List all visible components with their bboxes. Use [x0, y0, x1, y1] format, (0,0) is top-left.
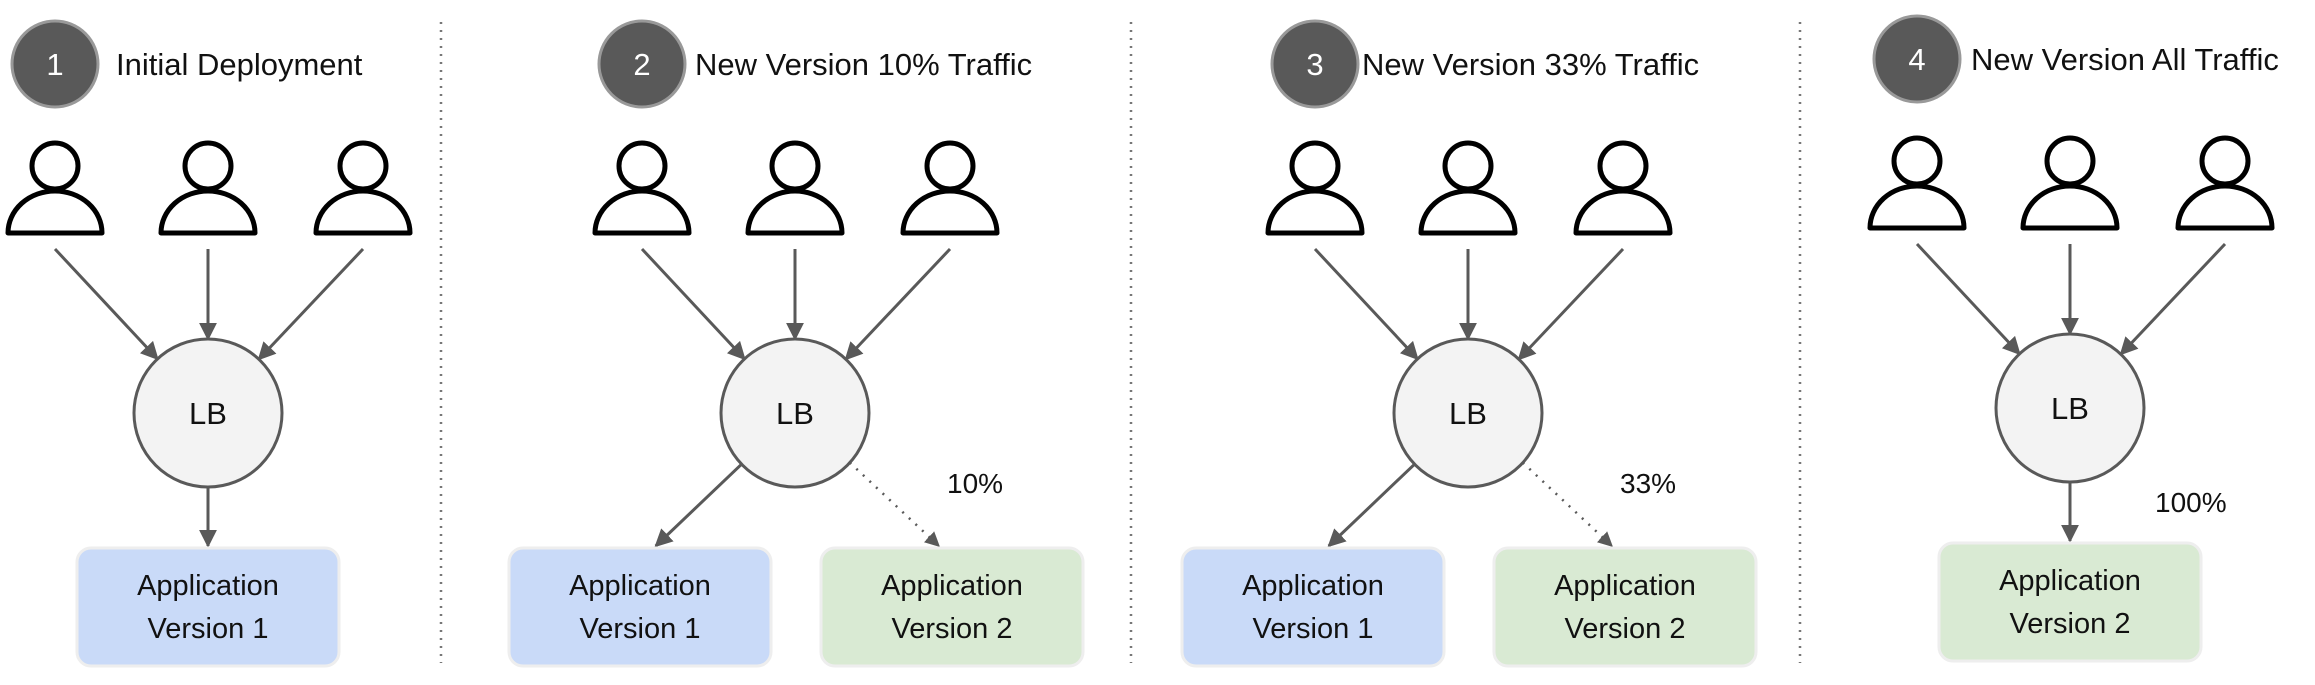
- user-icon: [900, 140, 1000, 236]
- user-icon: [313, 140, 413, 236]
- traffic-percent-label: 100%: [2155, 487, 2227, 518]
- step-number: 1: [46, 47, 63, 82]
- user-icon: [1418, 140, 1518, 236]
- lb-to-app-arrow: [1327, 462, 1416, 548]
- user-icon: [1265, 140, 1365, 236]
- user-to-lb-arrow: [1517, 247, 1625, 361]
- panel-title: Initial Deployment: [116, 47, 363, 82]
- app-box-line1: Application: [569, 570, 711, 602]
- user-icon: [745, 140, 845, 236]
- traffic-percent-label: 33%: [1620, 468, 1676, 499]
- user-to-lb-arrow: [257, 247, 365, 361]
- user-to-lb-arrow: [1313, 247, 1419, 361]
- lb-to-app-arrow: [848, 461, 940, 548]
- app-box-line1: Application: [137, 570, 279, 602]
- app-box-line2: Version 1: [580, 613, 701, 645]
- user-to-lb-arrow: [640, 247, 746, 361]
- step-number: 3: [1306, 47, 1323, 82]
- user-to-lb-arrow: [1915, 242, 2021, 356]
- user-icon: [1573, 140, 1673, 236]
- lb-to-app-arrow: [1521, 461, 1613, 548]
- user-icon: [1867, 135, 1967, 231]
- step-number: 2: [633, 47, 650, 82]
- user-icon: [592, 140, 692, 236]
- step-badge: [1270, 19, 1360, 109]
- load-balancer-label: LB: [1449, 396, 1487, 431]
- load-balancer-label: LB: [189, 396, 227, 431]
- app-box-line2: Version 2: [1565, 613, 1686, 645]
- traffic-percent-label: 10%: [947, 468, 1003, 499]
- app-box-line2: Version 2: [892, 613, 1013, 645]
- app-box-line2: Version 1: [148, 613, 269, 645]
- user-icon: [2020, 135, 2120, 231]
- app-box-line1: Application: [1554, 570, 1696, 602]
- load-balancer-node: [719, 337, 871, 489]
- load-balancer-label: LB: [2051, 391, 2089, 426]
- panel-title: New Version 33% Traffic: [1362, 47, 1699, 82]
- step-badge: [597, 19, 687, 109]
- app-box-line2: Version 2: [2010, 608, 2131, 640]
- step-badge: [10, 19, 100, 109]
- user-icon: [2175, 135, 2275, 231]
- user-icon: [5, 140, 105, 236]
- step-number: 4: [1908, 42, 1925, 77]
- app-box-line1: Application: [1999, 565, 2141, 597]
- panel-title: New Version 10% Traffic: [695, 47, 1032, 82]
- user-to-lb-arrow: [53, 247, 159, 361]
- app-box-line1: Application: [1242, 570, 1384, 602]
- lb-to-app-arrow: [654, 462, 743, 548]
- app-box-line1: Application: [881, 570, 1023, 602]
- load-balancer-label: LB: [776, 396, 814, 431]
- load-balancer-node: [1392, 337, 1544, 489]
- user-to-lb-arrow: [844, 247, 952, 361]
- panel-title: New Version All Traffic: [1971, 42, 2279, 77]
- user-icon: [158, 140, 258, 236]
- user-to-lb-arrow: [2119, 242, 2227, 356]
- app-box-line2: Version 1: [1253, 613, 1374, 645]
- step-badge: [1872, 14, 1962, 104]
